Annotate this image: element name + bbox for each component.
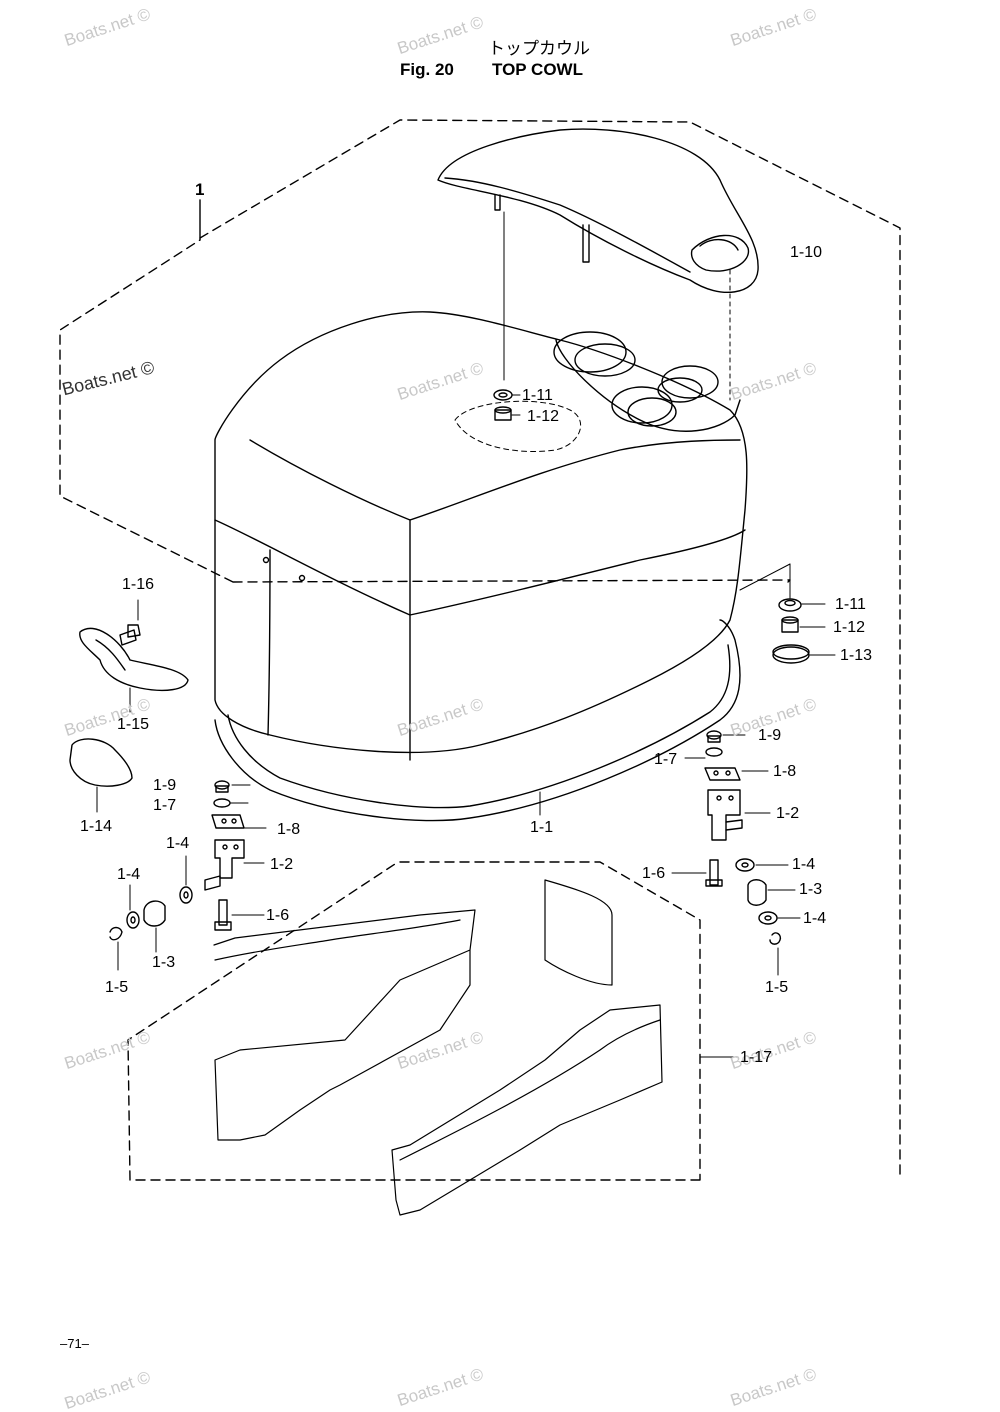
callout-1-16: 1-16	[122, 576, 155, 593]
silencer-boundary	[128, 862, 700, 1180]
plate-part-1-14	[70, 739, 132, 812]
callout-1-4-right-upper: 1-4	[792, 856, 816, 873]
seal-part-1-1	[215, 620, 740, 821]
callout-1-2-left: 1-2	[270, 856, 294, 873]
callout-1-8-right: 1-8	[773, 763, 797, 780]
callout-1-15: 1-15	[117, 716, 150, 733]
callout-1-4-left-lower: 1-4	[117, 866, 141, 883]
assembly-boundary	[60, 120, 900, 1180]
top-cowl-body	[215, 312, 747, 760]
callout-1-1: 1-1	[530, 819, 554, 836]
figure-number: Fig. 20	[400, 60, 454, 79]
air-duct-part	[438, 129, 758, 400]
callout-1-4-right-lower: 1-4	[803, 910, 827, 927]
left-bracket-assembly	[110, 781, 266, 970]
callout-1-13: 1-13	[840, 647, 873, 664]
callout-1-9-right: 1-9	[758, 727, 782, 744]
title-japanese: トップカウル	[488, 39, 590, 59]
right-upper-hardware	[740, 564, 835, 663]
callout-1-2-right: 1-2	[776, 805, 800, 822]
page-number: –71–	[60, 1336, 89, 1351]
top-center-hardware	[494, 390, 520, 420]
callout-1: 1	[195, 180, 205, 199]
screw-part-1-16	[120, 600, 140, 645]
callout-1-3-left: 1-3	[152, 954, 176, 971]
silencer-sheet-part	[214, 880, 662, 1215]
right-bracket-assembly	[672, 731, 800, 975]
callout-1-6-left: 1-6	[266, 907, 290, 924]
callout-1-11: 1-11	[522, 387, 553, 404]
grip-part-1-15	[80, 628, 188, 712]
callout-1-10: 1-10	[790, 244, 823, 261]
callout-1-7-left: 1-7	[153, 797, 177, 814]
callout-1-3-right: 1-3	[799, 881, 823, 898]
callout-1-11-right: 1-11	[835, 596, 866, 613]
callout-1-17: 1-17	[740, 1049, 773, 1066]
callout-1-12: 1-12	[527, 408, 560, 425]
callout-1-14: 1-14	[80, 818, 113, 835]
callout-1-5-left: 1-5	[105, 979, 129, 996]
callout-1-9-left: 1-9	[153, 777, 177, 794]
callout-1-8-left: 1-8	[277, 821, 301, 838]
callout-1-5-right: 1-5	[765, 979, 789, 996]
callout-1-7-right: 1-7	[654, 751, 678, 768]
callout-1-12-right: 1-12	[833, 619, 866, 636]
figure-title: TOP COWL	[492, 60, 583, 79]
callout-1-4-left-upper: 1-4	[166, 835, 190, 852]
callout-1-6-right: 1-6	[642, 865, 666, 882]
